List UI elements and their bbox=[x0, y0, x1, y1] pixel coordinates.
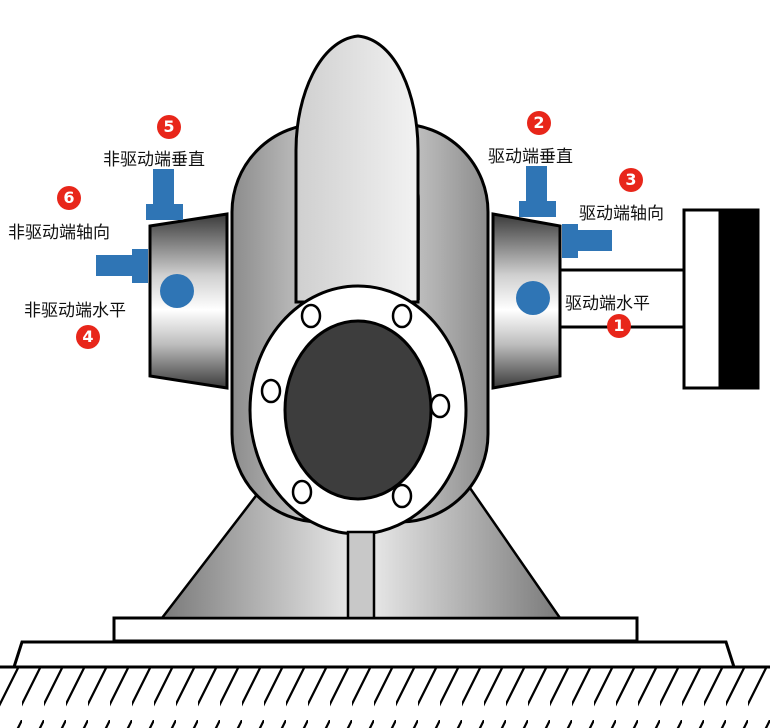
label-drive-horizontal: 驱动端水平 bbox=[565, 294, 650, 314]
sensor-nondrive-horizontal bbox=[160, 274, 194, 308]
bolt bbox=[429, 393, 451, 419]
flange-bolts bbox=[260, 303, 451, 509]
top-fin bbox=[294, 34, 420, 304]
sensor-nondrive-axial bbox=[96, 249, 148, 283]
foundation-slab bbox=[11, 640, 737, 669]
bolt bbox=[260, 378, 282, 404]
badge-nondrive-horizontal: 4 bbox=[76, 325, 100, 349]
label-drive-axial: 驱动端轴向 bbox=[579, 204, 664, 224]
badge-nondrive-vertical: 5 bbox=[157, 115, 181, 139]
badge-nondrive-axial: 6 bbox=[57, 186, 81, 210]
label-nondrive-vertical: 非驱动端垂直 bbox=[103, 150, 205, 170]
sensors bbox=[96, 166, 612, 315]
label-nondrive-horizontal: 非驱动端水平 bbox=[24, 301, 126, 321]
base-plate bbox=[112, 616, 639, 643]
sensor-drive-horizontal bbox=[516, 281, 550, 315]
label-nondrive-axial: 非驱动端轴向 bbox=[8, 223, 110, 243]
coupling bbox=[682, 208, 722, 390]
bolt bbox=[291, 479, 313, 505]
coupling-hub bbox=[718, 208, 760, 390]
badge-drive-axial: 3 bbox=[619, 168, 643, 192]
bolt bbox=[391, 303, 413, 329]
sensor-drive-axial bbox=[562, 224, 612, 258]
badge-drive-horizontal: 1 bbox=[607, 314, 631, 338]
sensor-nondrive-vertical bbox=[146, 169, 183, 220]
support-column bbox=[346, 530, 376, 620]
bore bbox=[283, 319, 433, 501]
label-drive-vertical: 驱动端垂直 bbox=[488, 147, 573, 167]
bolt bbox=[300, 303, 322, 329]
ground bbox=[0, 665, 770, 728]
badge-drive-vertical: 2 bbox=[527, 111, 551, 135]
bolt bbox=[391, 483, 413, 509]
sensor-drive-vertical bbox=[519, 166, 556, 217]
